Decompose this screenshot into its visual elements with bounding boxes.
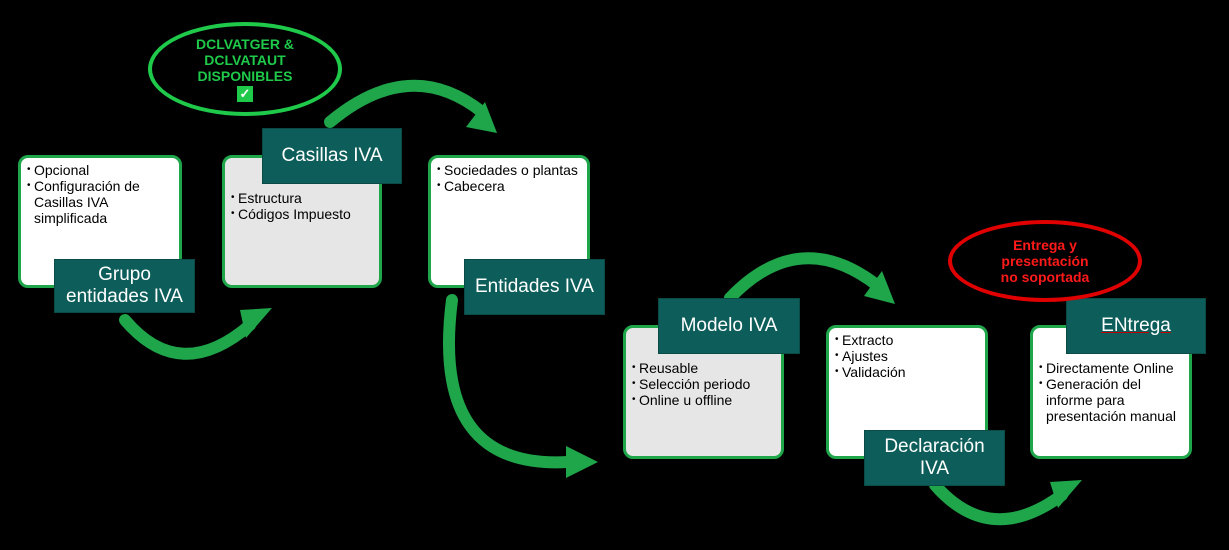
step-5-item: Extracto [835,332,979,348]
unsupported-callout-line2: presentación [1001,253,1089,269]
step-4-items: Reusable Selección periodo Online u offl… [632,360,775,408]
unsupported-callout: Entrega y presentación no soportada [948,220,1142,302]
arrow-4 [724,252,884,304]
step-2-label: Casillas IVA [262,128,402,184]
available-callout-line3: DISPONIBLES [197,68,293,84]
step-5-item: Validación [835,364,979,380]
step-6-label-text: ENtrega [1101,315,1171,336]
step-5-item: Ajustes [835,348,979,364]
step-3-label: Entidades IVA [464,259,605,315]
unsupported-callout-line1: Entrega y [1013,237,1077,253]
arrow-1 [119,314,256,360]
step-4-item: Selección periodo [632,376,775,392]
step-6-label: ENtrega [1066,298,1206,354]
arrowhead-4 [864,271,895,304]
step-1-items: Opcional Configuración de Casillas IVA s… [27,162,173,226]
arrowhead-3 [566,446,598,478]
step-3-item: Cabecera [437,178,581,194]
step-6-item: Directamente Online [1039,360,1183,376]
available-callout: DCLVATGER & DCLVATAUT DISPONIBLES ✓ [148,22,342,116]
arrow-3 [443,294,574,469]
checkmark-icon: ✓ [237,86,253,102]
available-callout-line2: DCLVATAUT [204,52,286,68]
arrow-5 [929,479,1068,526]
step-5-items: Extracto Ajustes Validación [835,332,979,380]
step-1-item: Configuración de Casillas IVA simplifica… [27,178,173,226]
arrowhead-2 [466,102,497,133]
step-4-label: Modelo IVA [658,298,800,354]
arrowhead-5 [1050,480,1082,508]
step-1-item: Opcional [27,162,173,178]
arrow-2 [324,79,488,128]
step-3-item: Sociedades o plantas [437,162,581,178]
unsupported-callout-line3: no soportada [1000,269,1090,285]
step-6-items: Directamente Online Generación del infor… [1039,360,1183,424]
step-2-items: Estructura Códigos Impuesto [231,190,373,222]
step-4-item: Reusable [632,360,775,376]
step-4-item: Online u offline [632,392,775,408]
step-2-item: Códigos Impuesto [231,206,373,222]
arrowhead-1 [240,308,272,338]
available-callout-line1: DCLVATGER & [196,36,294,52]
step-2-item: Estructura [231,190,373,206]
step-6-item: Generación del informe para presentación… [1039,376,1183,424]
step-3-items: Sociedades o plantas Cabecera [437,162,581,194]
step-1-label: Grupo entidades IVA [54,259,195,313]
step-5-label: Declaración IVA [864,430,1005,486]
